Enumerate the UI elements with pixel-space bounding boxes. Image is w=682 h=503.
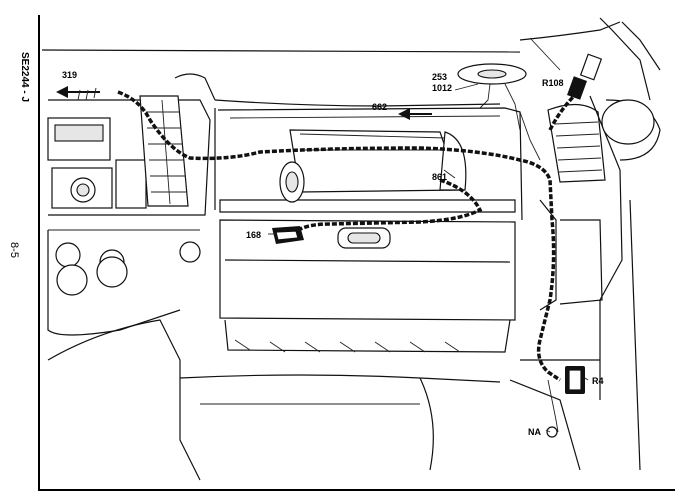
callout-r108: R108: [542, 78, 564, 88]
center-console: [47, 99, 211, 336]
leader-lines: [268, 83, 589, 433]
right-air-vent: [547, 95, 661, 400]
windscreen-outline: [41, 17, 661, 101]
callout-r4: R4: [592, 376, 604, 386]
floor-outline: [47, 319, 501, 481]
callout-168: 168: [246, 230, 261, 240]
callout-na: NA: [528, 427, 541, 437]
connector-168: [272, 226, 304, 244]
arrow-662: [398, 108, 432, 120]
callout-253: 253: [432, 72, 447, 82]
diagram-frame: [38, 15, 675, 491]
dashboard-top: [174, 73, 523, 221]
right-side-panel: [509, 199, 641, 471]
connector-na: [546, 426, 558, 438]
callout-319: 319: [62, 70, 77, 80]
left-air-vent: [139, 95, 189, 207]
callout-861: 861: [432, 172, 447, 182]
connector-r4: [565, 366, 585, 394]
airbag-module-861: [279, 129, 467, 203]
arrow-319: [56, 86, 100, 101]
callout-662: 662: [372, 102, 387, 112]
speaker-253: [457, 63, 527, 131]
connector-r108: [567, 53, 603, 100]
callout-1012: 1012: [432, 83, 452, 93]
